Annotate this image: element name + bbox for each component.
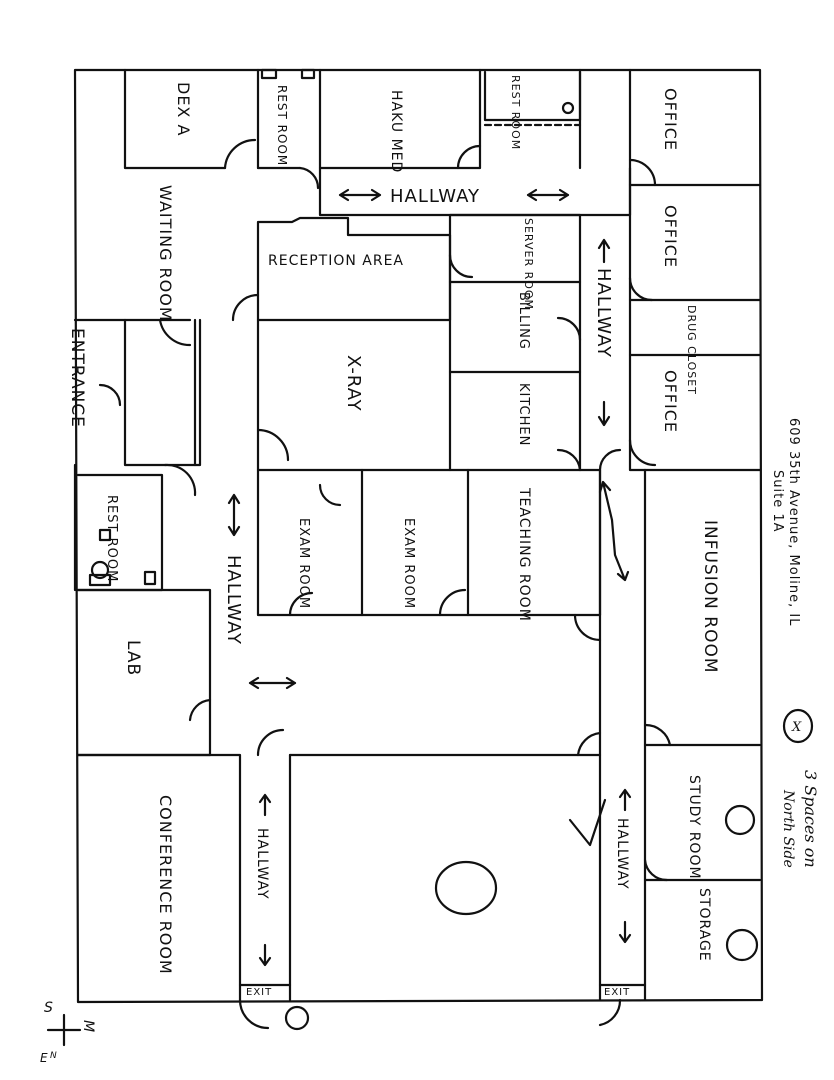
room-label-exam-room-2: EXAM ROOM bbox=[401, 518, 416, 609]
exit-label-right: EXIT bbox=[604, 987, 630, 998]
room-label-xray: X-RAY bbox=[343, 355, 364, 412]
address-line-2: Suite 1A bbox=[770, 470, 785, 533]
address-line-1: 609 35th Avenue, Moline, IL bbox=[786, 418, 801, 627]
hallway-label-bottom-left: HALLWAY bbox=[254, 828, 270, 900]
room-label-conference-room: CONFERENCE ROOM bbox=[156, 795, 175, 975]
room-label-waiting-room: WAITING ROOM bbox=[156, 185, 175, 322]
compass-m: M bbox=[80, 1020, 96, 1032]
hallway-label-bottom-right: HALLWAY bbox=[614, 818, 630, 890]
room-label-office-top: OFFICE bbox=[661, 88, 680, 151]
room-label-haku-med: HAKU MED bbox=[388, 90, 404, 173]
room-label-drug-closet: DRUG CLOSET bbox=[685, 305, 698, 395]
hallway-label-top: HALLWAY bbox=[390, 186, 480, 207]
room-label-kitchen: KITCHEN bbox=[516, 383, 531, 446]
entrance-label: ENTRANCE bbox=[67, 328, 87, 428]
room-label-office-3: OFFICE bbox=[661, 370, 680, 433]
room-label-server-room: SERVER ROOM bbox=[522, 218, 535, 310]
room-label-teaching-room: TEACHING ROOM bbox=[516, 487, 532, 622]
room-label-dexa: DEX A bbox=[174, 82, 193, 136]
hallway-label-right: HALLWAY bbox=[593, 268, 614, 358]
room-label-office-2: OFFICE bbox=[661, 205, 680, 268]
room-label-restroom-left: REST ROOM bbox=[104, 495, 119, 582]
circle-mark-note: X bbox=[791, 720, 802, 735]
hallway-label-left: HALLWAY bbox=[223, 555, 244, 645]
exit-label-left: EXIT bbox=[246, 987, 272, 998]
room-label-exam-room-1: EXAM ROOM bbox=[296, 518, 311, 609]
outer-wall bbox=[73, 68, 764, 1004]
compass-e: E bbox=[40, 1051, 48, 1065]
room-label-restroom-top-mid: REST ROOM bbox=[509, 75, 522, 150]
room-label-reception: RECEPTION AREA bbox=[268, 253, 404, 269]
note-line-1: 3 Spaces on bbox=[801, 770, 820, 868]
room-label-billing: BILLING bbox=[516, 292, 531, 350]
room-label-storage: STORAGE bbox=[696, 888, 712, 962]
compass-s: S bbox=[44, 1000, 53, 1016]
note-line-2: North Side bbox=[780, 789, 796, 868]
room-label-study-room: STUDY ROOM bbox=[686, 775, 702, 880]
room-label-infusion-room: INFUSION ROOM bbox=[700, 520, 720, 674]
compass-n: N bbox=[50, 1051, 57, 1061]
room-label-restroom-top-left: REST ROOM bbox=[275, 85, 289, 166]
room-label-lab: LAB bbox=[123, 640, 143, 676]
